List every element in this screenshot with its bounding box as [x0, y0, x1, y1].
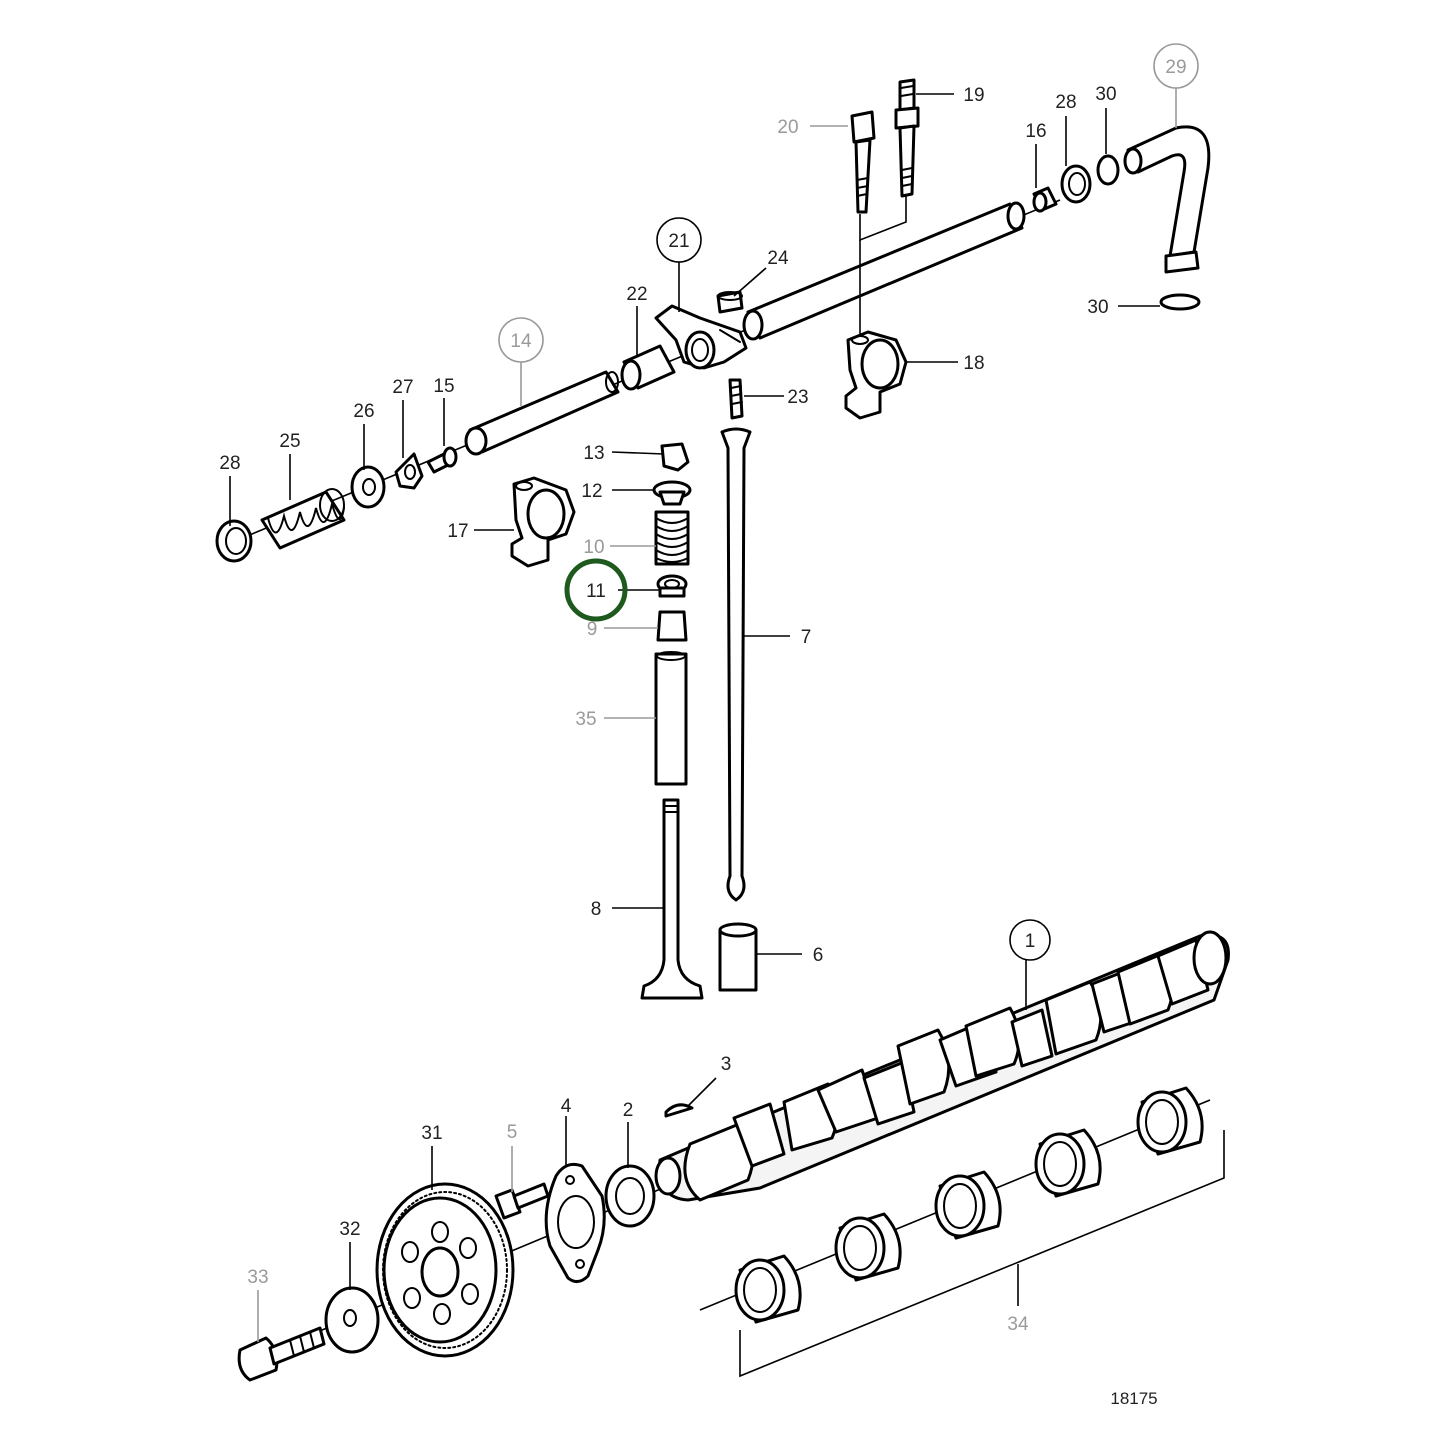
callout-20[interactable]: 20 [777, 117, 798, 138]
callout-4[interactable]: 4 [561, 1096, 572, 1117]
camshaft-bearings [699, 1086, 1225, 1378]
bracket-stud-long [894, 78, 920, 198]
callout-labels: 1 2 3 4 5 6 7 8 9 10 11 12 13 14 15 16 1… [219, 57, 1186, 1335]
thrust-plate [544, 1162, 606, 1283]
leader-lines [229, 86, 1177, 1342]
callout-29[interactable]: 29 [1165, 57, 1186, 78]
valve-train [640, 427, 758, 1000]
adjusting-nut [716, 290, 744, 314]
spring-clip [394, 452, 424, 490]
rocker-spring [260, 488, 346, 550]
valve-stem-seal [656, 574, 688, 598]
valve-cotter [660, 442, 690, 472]
gear-washer [324, 1286, 380, 1354]
callout-17[interactable]: 17 [447, 521, 468, 542]
callout-1[interactable]: 1 [1025, 931, 1036, 952]
callout-6[interactable]: 6 [813, 945, 824, 966]
callout-10[interactable]: 10 [583, 537, 604, 558]
callout-19[interactable]: 19 [963, 85, 984, 106]
camshaft [654, 930, 1230, 1202]
callout-24[interactable]: 24 [767, 248, 789, 269]
callout-5[interactable]: 5 [507, 1122, 518, 1143]
callout-32[interactable]: 32 [339, 1219, 360, 1240]
rocker-arm [654, 304, 748, 370]
thrust-plate-bolt [494, 1182, 550, 1220]
washer [350, 465, 386, 509]
callout-23[interactable]: 23 [787, 387, 808, 408]
callout-14[interactable]: 14 [510, 331, 532, 352]
tappet [718, 922, 758, 992]
rocker-bracket-right [844, 330, 908, 420]
callout-circle-1 [1009, 919, 1051, 961]
callout-21[interactable]: 21 [668, 231, 689, 252]
bearing-shell [834, 1212, 902, 1282]
rocker-bushing [620, 344, 676, 391]
callout-18[interactable]: 18 [963, 353, 984, 374]
valve-guide [654, 651, 688, 786]
callout-26[interactable]: 26 [353, 401, 374, 422]
valve-cap [656, 610, 688, 642]
o-ring-upper [1096, 154, 1120, 186]
rocker-shaft-left [464, 370, 620, 456]
bearing-shell [1136, 1086, 1204, 1156]
circlip-left [215, 519, 253, 563]
callout-16[interactable]: 16 [1025, 121, 1046, 142]
rocker-shaft-assembly [215, 78, 1211, 568]
camshaft-assembly [237, 930, 1230, 1382]
callout-circle-21 [656, 217, 702, 263]
callout-31[interactable]: 31 [421, 1123, 442, 1144]
gear-bolt [237, 1326, 326, 1382]
callout-30-upper[interactable]: 30 [1095, 84, 1116, 105]
callout-30-lower[interactable]: 30 [1087, 297, 1108, 318]
circlip-right [1060, 164, 1092, 204]
shaft-plug-right [1032, 186, 1058, 213]
bearing-group-bracket [739, 1130, 1225, 1378]
shaft-plug [426, 446, 458, 474]
spring-retainer [652, 480, 692, 506]
bolt-alignment-line [859, 196, 907, 242]
callout-3[interactable]: 3 [721, 1054, 732, 1075]
callout-35[interactable]: 35 [575, 709, 596, 730]
callout-12[interactable]: 12 [581, 481, 602, 502]
rocker-shaft-right [742, 201, 1026, 341]
callout-34[interactable]: 34 [1007, 1314, 1029, 1335]
callout-8[interactable]: 8 [591, 899, 602, 920]
callout-9[interactable]: 9 [587, 619, 598, 640]
camshaft-seal [604, 1164, 656, 1228]
callout-25[interactable]: 25 [279, 431, 300, 452]
callout-15[interactable]: 15 [433, 376, 454, 397]
bearing-shell [934, 1170, 1002, 1240]
callout-33[interactable]: 33 [247, 1267, 268, 1288]
callout-28-left[interactable]: 28 [219, 453, 240, 474]
callout-11[interactable]: 11 [586, 581, 606, 602]
callout-2[interactable]: 2 [623, 1100, 634, 1121]
oil-supply-pipe [1123, 125, 1211, 274]
figure-reference-number: 18175 [1110, 1389, 1157, 1408]
o-ring-lower [1159, 293, 1201, 311]
valve-spring [654, 510, 690, 566]
bearing-shell [734, 1254, 802, 1324]
callout-7[interactable]: 7 [801, 627, 812, 648]
adjusting-screw [728, 378, 744, 420]
highlight-ring [564, 558, 628, 622]
callout-28-right[interactable]: 28 [1055, 92, 1076, 113]
callout-circle-29 [1153, 43, 1199, 89]
bracket-bolt-short [850, 110, 876, 214]
callout-circle-14 [498, 317, 544, 363]
callout-27[interactable]: 27 [392, 377, 413, 398]
valve [640, 798, 704, 1000]
rocker-bracket-left [510, 476, 576, 568]
callout-13[interactable]: 13 [583, 443, 604, 464]
woodruff-key [664, 1103, 694, 1118]
camshaft-gear [375, 1182, 515, 1358]
bearing-shell [1034, 1128, 1102, 1198]
callout-22[interactable]: 22 [626, 284, 647, 305]
pushrod [720, 427, 752, 902]
